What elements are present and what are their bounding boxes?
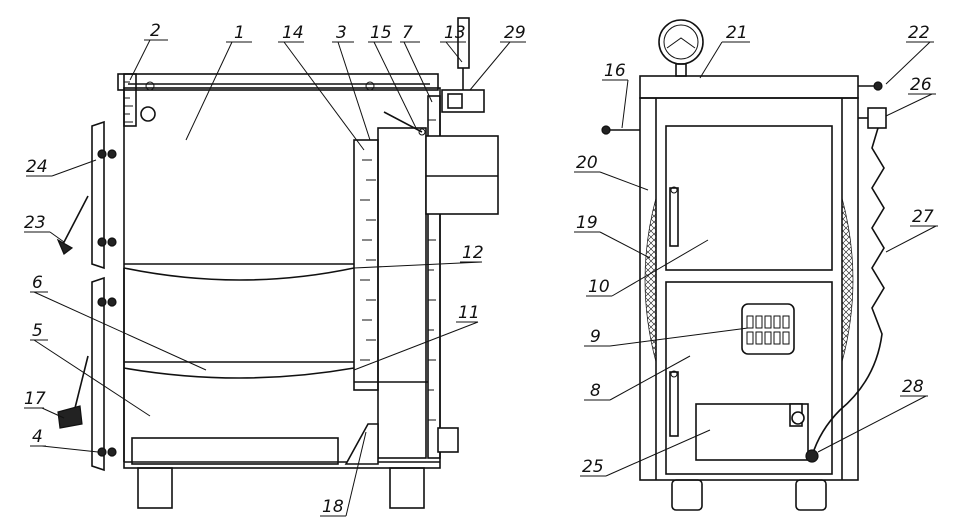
callout-19: 19 (576, 213, 598, 233)
callout-23: 23 (24, 213, 46, 233)
callout-8: 8 (590, 381, 601, 401)
door-upper (91, 120, 105, 270)
ash-pan (131, 437, 339, 465)
callout-labels: 2 1 14 3 15 7 13 29 24 23 6 5 17 4 12 11… (24, 21, 934, 517)
callout-22: 22 (908, 23, 930, 43)
callout-28: 28 (902, 377, 924, 397)
bolt-icon (140, 106, 156, 122)
door-lower (91, 276, 105, 472)
foot (795, 479, 827, 511)
callout-5: 5 (32, 321, 43, 341)
callout-24: 24 (26, 157, 48, 177)
return-fitting (437, 427, 459, 453)
callout-1: 1 (234, 23, 245, 43)
callout-3: 3 (336, 23, 347, 43)
callout-14: 14 (282, 23, 304, 43)
front-view (601, 19, 887, 511)
pressure-gauge-icon (658, 19, 704, 65)
callout-27: 27 (912, 207, 934, 227)
chain-27 (811, 127, 885, 457)
upper-door-10 (665, 125, 833, 271)
callout-13: 13 (444, 23, 466, 43)
callout-11: 11 (458, 303, 480, 323)
wedge-18 (344, 423, 379, 465)
ash-box-25 (695, 403, 809, 461)
front-body (639, 97, 859, 481)
scale-strip-2 (123, 73, 137, 127)
callout-4: 4 (32, 427, 43, 447)
callout-16: 16 (604, 61, 626, 81)
callout-6: 6 (32, 273, 43, 293)
callout-7: 7 (402, 23, 413, 43)
foot (671, 479, 703, 511)
top-cover-21 (639, 75, 859, 99)
callout-26: 26 (910, 75, 932, 95)
callout-2: 2 (150, 21, 161, 41)
handle-22 (873, 81, 883, 91)
callout-9: 9 (590, 327, 601, 347)
foot (137, 467, 173, 509)
scale-strip-14 (353, 139, 379, 391)
foot (389, 467, 425, 509)
baffle-12 (123, 267, 355, 281)
air-vent-9 (741, 303, 795, 355)
insulation-right (841, 197, 854, 363)
latch-23 (56, 238, 74, 255)
damper-28 (805, 449, 819, 463)
side-section-view (56, 17, 499, 509)
callout-12: 12 (462, 243, 484, 263)
regulator-26 (867, 107, 887, 129)
flue-outlet (425, 135, 499, 215)
baffle-11 (123, 367, 355, 379)
callout-15: 15 (370, 23, 392, 43)
leader-lines (24, 39, 938, 517)
callout-17: 17 (24, 389, 46, 409)
callout-20: 20 (576, 153, 598, 173)
insulation-19 (644, 197, 657, 363)
callout-25: 25 (582, 457, 604, 477)
fitting-29 (441, 89, 485, 113)
callout-29: 29 (504, 23, 526, 43)
callout-21: 21 (726, 23, 748, 43)
latch-17 (57, 405, 83, 429)
callout-10: 10 (588, 277, 610, 297)
callout-18: 18 (322, 497, 344, 517)
water-jacket-3 (377, 127, 427, 459)
top-frame (117, 73, 439, 91)
scale-strip-7 (427, 95, 441, 459)
lower-door-8 (665, 281, 833, 475)
